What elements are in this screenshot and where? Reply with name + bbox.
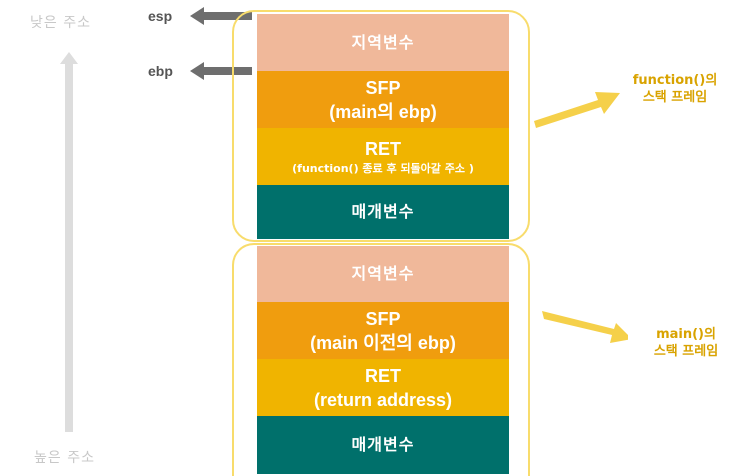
function-frame-outline xyxy=(232,10,530,242)
main-parameters-block: 매개변수 xyxy=(257,416,509,474)
main-ret-block: RET (return address) xyxy=(257,359,509,416)
main-frame-caption-line2: 스택 프레임 xyxy=(653,344,719,359)
function-frame-caption-line1: function()의 xyxy=(632,73,718,88)
esp-label: esp xyxy=(148,8,173,24)
function-sfp-detail: (main의 ebp) xyxy=(329,101,437,122)
function-parameters-block: 매개변수 xyxy=(257,185,509,239)
function-frame-pointer-arrow-icon xyxy=(534,92,620,128)
function-ret-detail: (function() 종료 후 되돌아갈 주소 ) xyxy=(292,161,474,175)
main-frame-outline xyxy=(232,243,530,476)
ebp-pointer: ebp xyxy=(148,62,252,80)
function-ret-block: RET (function() 종료 후 되돌아갈 주소 ) xyxy=(257,128,509,185)
high-address-label: 높은 주소 xyxy=(34,450,95,466)
function-param-label: 매개변수 xyxy=(351,202,415,221)
main-sfp-label: SFP xyxy=(365,308,401,329)
low-address-label: 낮은 주소 xyxy=(30,15,91,31)
main-ret-label: RET xyxy=(365,365,401,386)
function-sfp-block: SFP (main의 ebp) xyxy=(257,71,509,128)
esp-pointer: esp xyxy=(148,7,252,25)
function-local-label: 지역변수 xyxy=(351,32,415,52)
address-direction-arrow-icon xyxy=(60,52,78,432)
esp-arrow-icon xyxy=(190,7,252,25)
main-ret-detail: (return address) xyxy=(313,389,453,410)
function-sfp-label: SFP xyxy=(365,77,401,98)
main-local-variables-block: 지역변수 xyxy=(257,246,509,302)
ebp-arrow-icon xyxy=(190,62,252,80)
ebp-label: ebp xyxy=(148,63,173,79)
main-param-label: 매개변수 xyxy=(351,435,415,454)
main-frame-caption: main()의 스택 프레임 xyxy=(636,326,736,360)
main-sfp-detail: (main 이전의 ebp) xyxy=(310,332,456,353)
function-ret-label: RET xyxy=(365,138,401,159)
main-local-label: 지역변수 xyxy=(351,264,415,283)
main-frame-caption-line1: main()의 xyxy=(656,327,716,342)
function-frame-caption: function()의 스택 프레임 xyxy=(622,72,728,106)
main-sfp-block: SFP (main 이전의 ebp) xyxy=(257,302,509,359)
main-frame-pointer-arrow-icon xyxy=(542,311,628,343)
function-frame-caption-line2: 스택 프레임 xyxy=(642,90,708,105)
function-local-variables-block: 지역변수 xyxy=(257,14,509,71)
